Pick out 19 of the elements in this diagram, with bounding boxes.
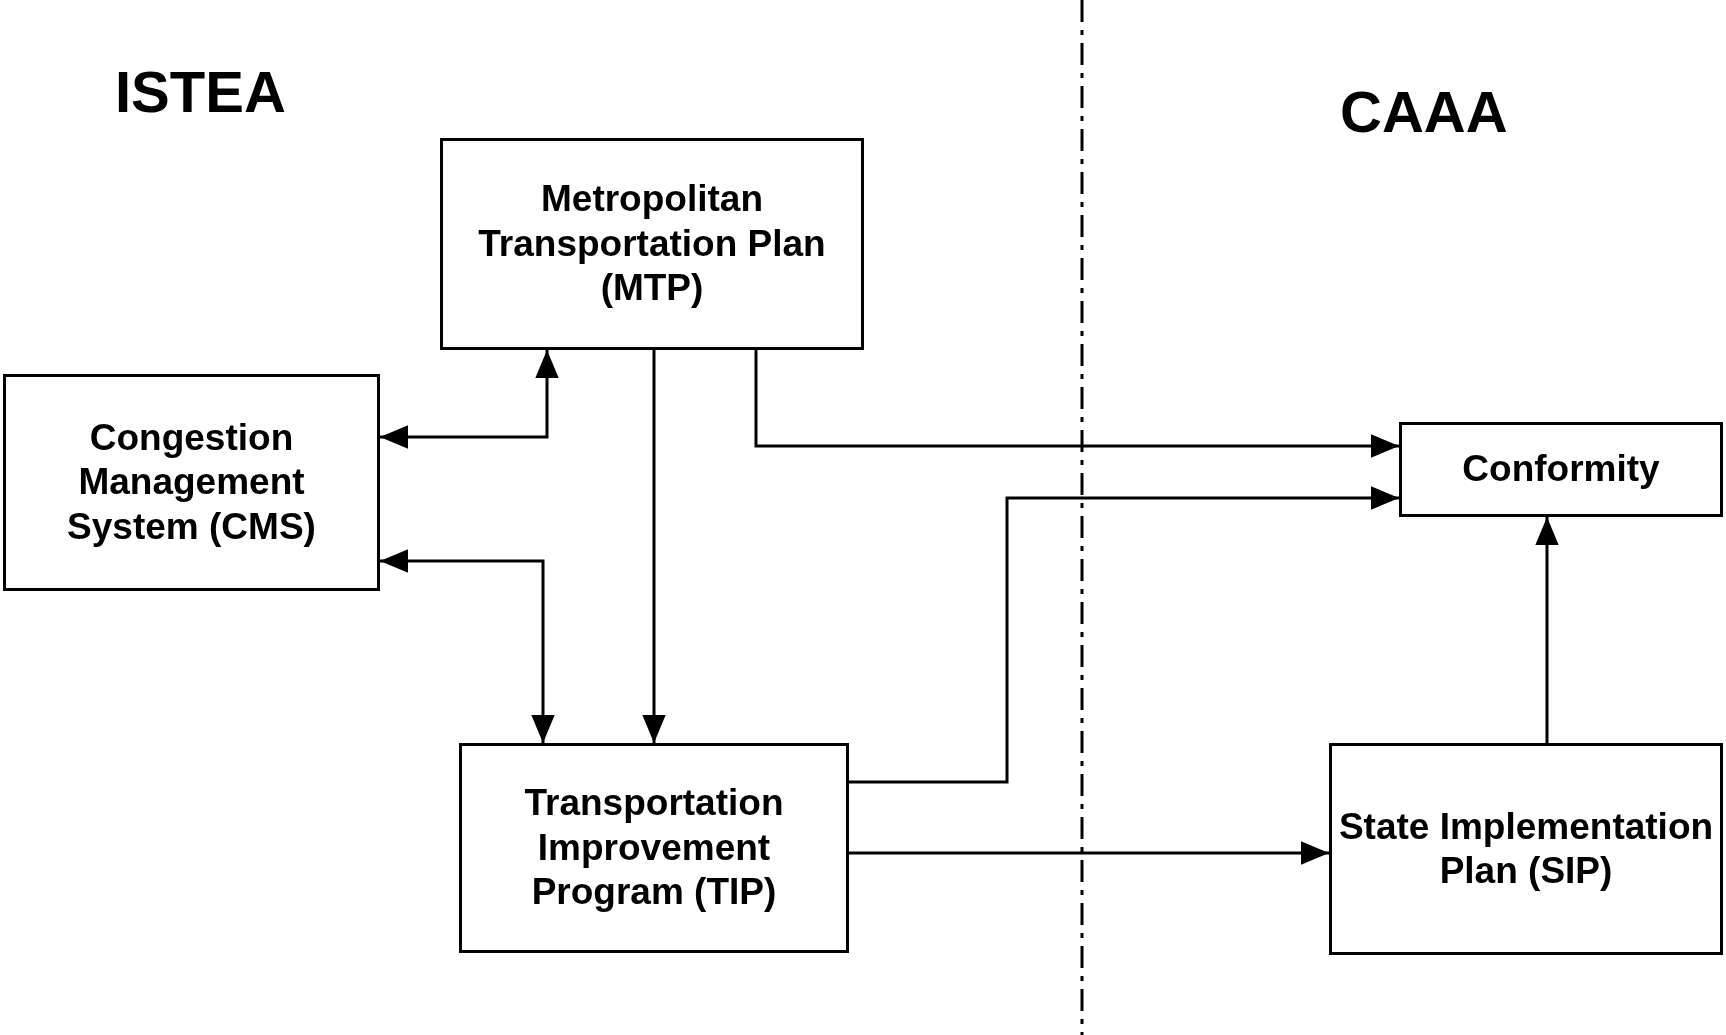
- arrow: [380, 549, 555, 743]
- process-box: [1399, 422, 1723, 517]
- section-heading: ISTEA: [115, 58, 286, 125]
- process-box: [459, 743, 849, 953]
- arrow: [1535, 517, 1559, 743]
- box-label: Conformity: [1461, 447, 1661, 492]
- process-box: [440, 138, 864, 350]
- box-label: Congestion Management System (CMS): [66, 415, 317, 549]
- arrow: [380, 350, 559, 449]
- arrow: [849, 486, 1399, 784]
- arrow: [642, 350, 666, 743]
- box-label: Transportation Improvement Program (TIP): [523, 781, 785, 915]
- section-heading: CAAA: [1340, 78, 1508, 145]
- box-label: State Implementation Plan (SIP): [1337, 804, 1715, 893]
- process-box: [3, 374, 380, 591]
- process-box: [1329, 743, 1723, 955]
- arrow: [754, 350, 1399, 458]
- box-label: Metropolitan Transportation Plan (MTP): [477, 177, 827, 311]
- arrow: [849, 841, 1329, 865]
